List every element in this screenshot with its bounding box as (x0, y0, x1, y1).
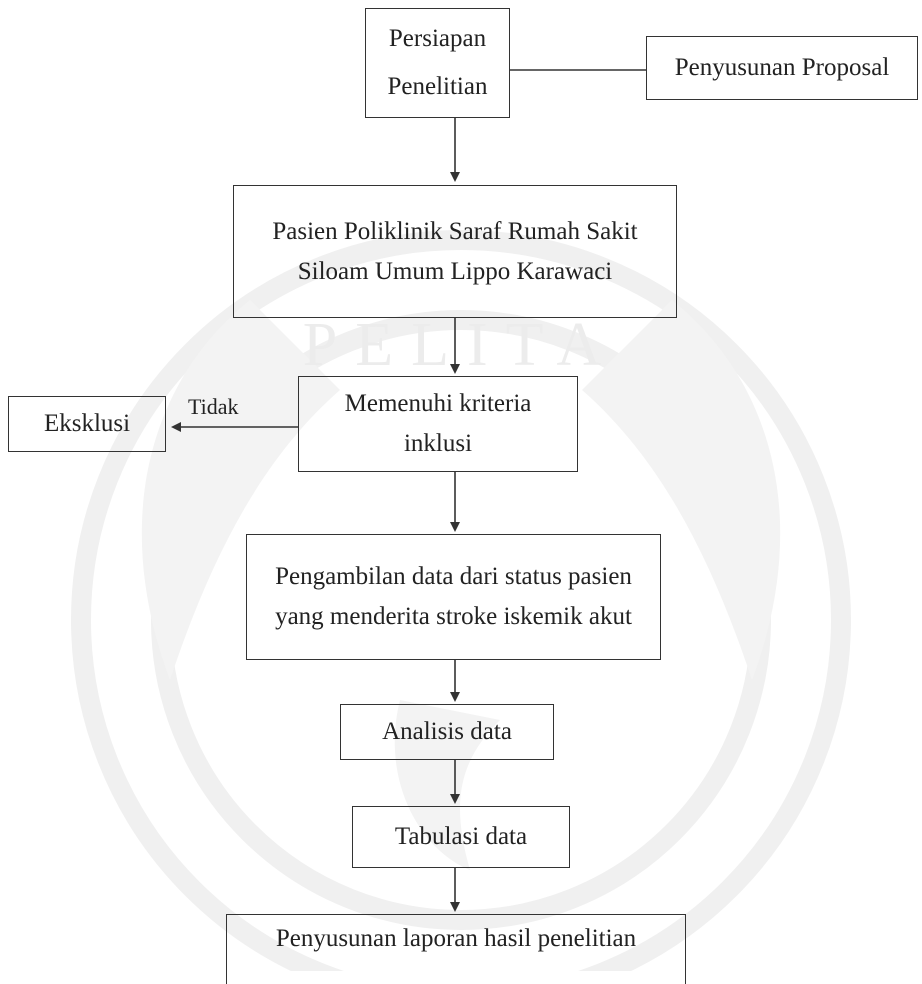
box-persiapan-penelitian: Persiapan Penelitian (365, 8, 510, 118)
box-kriteria-inklusi: Memenuhi kriteria inklusi (298, 376, 578, 472)
box-pasien-label: Pasien Poliklinik Saraf Rumah Sakit Silo… (272, 217, 638, 285)
box-analisis-data: Analisis data (340, 704, 554, 760)
box-penyusunan-proposal: Penyusunan Proposal (646, 36, 918, 100)
box-proposal-label: Penyusunan Proposal (674, 54, 890, 81)
box-eksklusi: Eksklusi (8, 396, 166, 452)
box-pengambilan-data: Pengambilan data dari status pasien yang… (246, 534, 661, 660)
box-persiapan-label: Persiapan Penelitian (387, 25, 488, 100)
label-tidak: Tidak (188, 394, 239, 419)
box-kriteria-label: Memenuhi kriteria inklusi (344, 390, 532, 457)
box-penyusunan-laporan: Penyusunan laporan hasil penelitian (226, 914, 686, 984)
box-tabulasi-label: Tabulasi data (394, 823, 528, 850)
box-analisis-label: Analisis data (382, 718, 512, 745)
box-laporan-label: Penyusunan laporan hasil penelitian (275, 925, 637, 952)
box-pasien-poliklinik: Pasien Poliklinik Saraf Rumah Sakit Silo… (233, 185, 677, 318)
box-pengambilan-label: Pengambilan data dari status pasien yang… (275, 563, 632, 630)
box-tabulasi-data: Tabulasi data (352, 806, 570, 868)
box-eksklusi-label: Eksklusi (43, 410, 131, 437)
